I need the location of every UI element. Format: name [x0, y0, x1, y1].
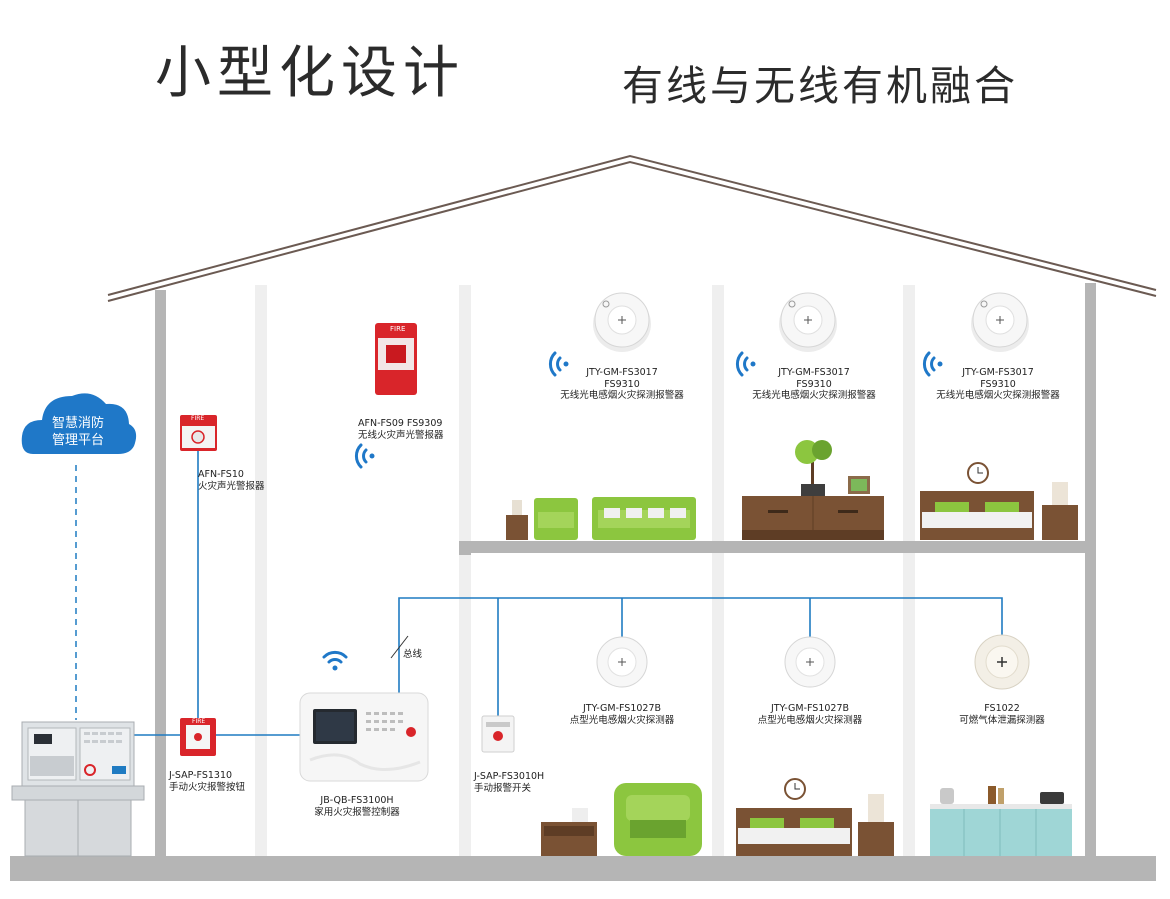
headline-left: 小型化设计 — [155, 41, 465, 106]
smoke-wireless-2-label: JTY-GM-FS3017 FS9310 无线光电感烟火灾探测报警器 — [752, 367, 876, 402]
controller-label: JB-QB-FS3100H 家用火灾报警控制器 — [314, 795, 400, 818]
afn-fs10-name: 火灾声光警报器 — [198, 480, 265, 492]
fire-control-cabinet — [11, 721, 145, 857]
controller-name: 家用火灾报警控制器 — [314, 806, 400, 818]
upper-cabinet — [742, 440, 884, 540]
smoke-wireless-3-model: JTY-GM-FS3017 — [962, 367, 1034, 378]
smoke-wired-2-model: JTY-GM-FS1027B — [770, 703, 850, 714]
cloud-label: 智慧消防 管理平台 — [33, 415, 123, 449]
gas-fs1022-label: FS1022 可燃气体泄漏探测器 — [959, 703, 1045, 726]
cloud-platform — [21, 393, 137, 454]
headline-right: 有线与无线有机融合 — [622, 62, 1018, 110]
afn-fs10-label: AFN-FS10 火灾声光警报器 — [198, 469, 265, 492]
sap-fs3010h-model: J-SAP-FS3010H — [474, 771, 545, 782]
ground-slab — [10, 856, 1156, 881]
smoke-wired-2-name: 点型光电感烟火灾探测器 — [757, 714, 863, 726]
upper-floor-slab — [459, 541, 1085, 553]
smoke-wired-1-model: JTY-GM-FS1027B — [582, 703, 662, 714]
afn-fs10-badge: FIRE — [191, 415, 205, 422]
smoke-wireless-1-model: JTY-GM-FS3017 — [586, 367, 658, 378]
upper-bedroom — [920, 462, 1078, 540]
gas-fs1022-name: 可燃气体泄漏探测器 — [959, 714, 1045, 726]
ground-living-room — [541, 783, 702, 856]
smoke-wireless-3-label: JTY-GM-FS3017 FS9310 无线光电感烟火灾探测报警器 — [936, 367, 1060, 402]
afn-fs09-label: AFN-FS09 FS9309 无线火灾声光警报器 — [358, 418, 444, 441]
afn-fs09-strobe — [375, 323, 417, 395]
afn-fs09-badge: FIRE — [390, 325, 406, 333]
smoke-wired-1-name: 点型光电感烟火灾探测器 — [569, 714, 675, 726]
sap-fs1310-name: 手动火灾报警按钮 — [169, 781, 246, 793]
sap-fs3010h-name: 手动报警开关 — [474, 782, 532, 794]
upper-living-room — [506, 497, 696, 540]
bus-label: 总线 — [403, 649, 423, 660]
smoke-wireless-2-model2: FS9310 — [796, 378, 832, 390]
smoke-wireless-1-label: JTY-GM-FS3017 FS9310 无线光电感烟火灾探测报警器 — [560, 367, 684, 402]
smoke-wireless-2-model: JTY-GM-FS3017 — [778, 367, 850, 378]
kitchen — [930, 786, 1072, 856]
smoke-wired-2-label: JTY-GM-FS1027B 点型光电感烟火灾探测器 — [758, 703, 863, 726]
gas-fs1022-model: FS1022 — [984, 703, 1020, 714]
smoke-wireless-3-name: 无线光电感烟火灾探测报警器 — [936, 390, 1060, 401]
afn-fs09-name: 无线火灾声光警报器 — [358, 429, 444, 441]
sap-fs1310-model: J-SAP-FS1310 — [169, 770, 233, 781]
sap-fs3010h-label: J-SAP-FS3010H 手动报警开关 — [474, 771, 544, 794]
roof — [107, 154, 1157, 302]
controller-model: JB-QB-FS3100H — [320, 795, 394, 806]
smoke-wireless-2-name: 无线光电感烟火灾探测报警器 — [752, 390, 876, 401]
ground-bedroom — [736, 778, 894, 856]
afn-fs09-model: AFN-FS09 FS9309 — [358, 418, 443, 429]
smoke-wired-1-label: JTY-GM-FS1027B 点型光电感烟火灾探测器 — [570, 703, 675, 726]
wired-detectors — [596, 634, 1030, 690]
walls — [10, 283, 1156, 881]
bus-wiring — [134, 448, 1003, 736]
smoke-wireless-1-model2: FS9310 — [604, 378, 640, 390]
interior-pillars — [255, 285, 915, 857]
controller-device — [299, 692, 429, 782]
wireless-icons — [322, 351, 943, 671]
smoke-wireless-1-name: 无线光电感烟火灾探测报警器 — [560, 390, 684, 401]
sap-fs1310-button — [180, 718, 216, 756]
afn-fs10-model: AFN-FS10 — [198, 469, 244, 480]
smoke-wireless-3-model2: FS9310 — [980, 378, 1016, 390]
cloud-line1: 智慧消防 — [51, 416, 104, 431]
sap-fs1310-badge: FIRE — [192, 718, 206, 725]
wireless-smoke-detectors — [593, 292, 1029, 352]
afn-fs10-strobe — [180, 415, 217, 451]
sap-fs3010h-switch — [481, 715, 515, 753]
sap-fs1310-label: J-SAP-FS1310 手动火灾报警按钮 — [169, 770, 245, 793]
cloud-line2: 管理平台 — [51, 433, 104, 448]
